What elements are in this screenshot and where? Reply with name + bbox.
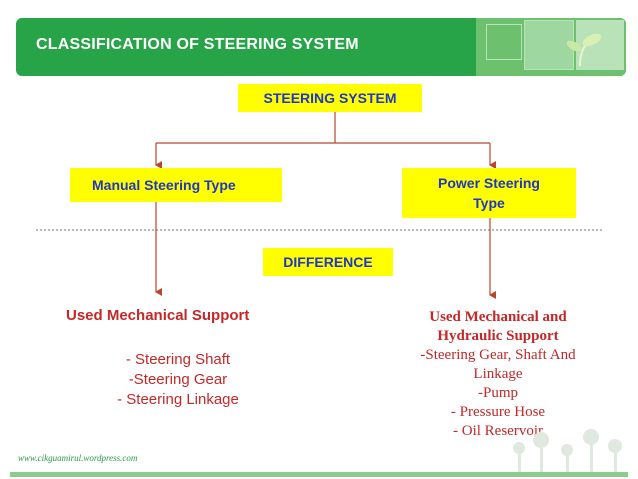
footer-url: www.cikguamirul.wordpress.com [18,453,138,463]
slide-title: CLASSIFICATION OF STEERING SYSTEM [36,36,359,53]
sprout-icon [566,33,602,67]
power-support-heading-line2: Hydraulic Support [437,328,559,344]
manual-support-heading: Used Mechanical Support [66,307,250,324]
list-item: -Pump [477,385,518,401]
list-item: - Steering Linkage [117,391,239,408]
list-item: Linkage [473,366,523,382]
list-item: -Steering Gear [128,371,228,388]
steering-system-box: STEERING SYSTEM [238,84,422,112]
list-item: - Steering Shaft [125,351,231,368]
list-item: - Pressure Hose [450,404,546,420]
decorative-square [486,24,522,60]
manual-components-list: - Steering Shaft -Steering Gear - Steeri… [78,350,278,410]
list-item: -Steering Gear, Shaft And [420,347,576,363]
power-support-heading-line1: Used Mechanical and [429,309,567,325]
manual-steering-box: Manual Steering Type [70,168,282,202]
power-components-list: Used Mechanical and Hydraulic Support -S… [392,308,604,441]
footer-bar [10,472,628,477]
power-steering-line1: Power Steering [438,175,540,191]
plant-silhouette-icon [513,429,622,472]
power-steering-line2: Type [473,195,505,211]
list-item: - Oil Reservoir [453,423,543,439]
power-steering-box: Power Steering Type [402,168,576,218]
difference-box: DIFFERENCE [263,248,393,276]
